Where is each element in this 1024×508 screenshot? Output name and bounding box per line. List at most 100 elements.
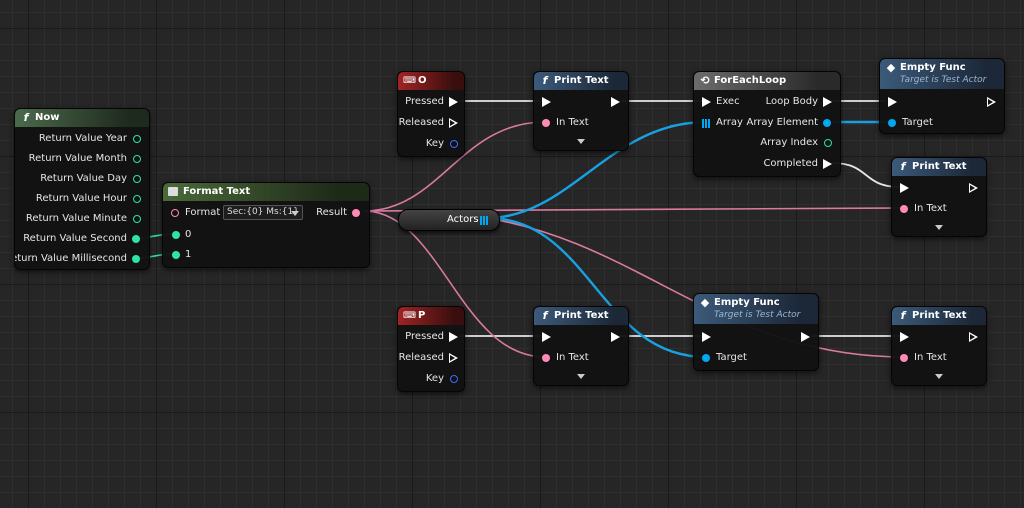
print-text-1-exec-out[interactable] <box>611 97 620 107</box>
event-o-pressed-label: Pressed <box>405 96 444 107</box>
print-text-2-exec-in[interactable] <box>900 183 909 193</box>
foreach-completed-label: Completed <box>763 158 818 169</box>
foreach-loop-node[interactable]: ⟲ ForEachLoop Exec Loop Body Array Array… <box>693 71 841 177</box>
event-p-title: P <box>418 310 426 321</box>
print-text-2-header[interactable]: f Print Text <box>892 158 986 176</box>
event-o-header[interactable]: ⌨ O <box>398 72 464 90</box>
function-icon: f <box>900 160 906 173</box>
loop-icon: ⟲ <box>700 74 710 87</box>
print-text-3-exec-out[interactable] <box>611 332 620 342</box>
arg0-pin[interactable] <box>172 231 180 239</box>
event-o-pressed-pin[interactable] <box>449 97 458 107</box>
empty-func-1-target-pin[interactable] <box>888 119 896 127</box>
print-text-2-title: Print Text <box>912 161 967 172</box>
array-grid-icon[interactable] <box>480 216 489 225</box>
keyboard-icon: ⌨ <box>403 76 416 86</box>
foreach-array-element-pin[interactable] <box>823 119 831 127</box>
now-pin-day-label: Return Value Day <box>40 173 127 184</box>
wire-text-result-print1 <box>363 121 546 212</box>
foreach-exec-label: Exec <box>716 96 740 107</box>
print-text-2-in-text-pin[interactable] <box>900 205 908 213</box>
arg1-pin[interactable] <box>172 251 180 259</box>
event-o-title: O <box>418 75 427 86</box>
format-pin[interactable] <box>171 209 179 217</box>
print-text-4-exec-in[interactable] <box>900 332 909 342</box>
print-text-4-header[interactable]: f Print Text <box>892 307 986 325</box>
foreach-array-index-label: Array Index <box>760 137 818 148</box>
print-text-node-1[interactable]: f Print Text In Text <box>533 71 629 151</box>
now-pin-year-label: Return Value Year <box>38 133 127 144</box>
print-text-1-in-text-pin[interactable] <box>542 119 550 127</box>
chevron-down-icon[interactable] <box>291 211 299 216</box>
print-text-node-4[interactable]: f Print Text In Text <box>891 306 987 386</box>
now-pin-hour[interactable] <box>133 195 141 203</box>
now-node[interactable]: f Now Return Value Year Return Value Mon… <box>14 108 150 270</box>
foreach-array-element-label: Array Element <box>746 117 818 128</box>
print-text-3-exec-in[interactable] <box>542 332 551 342</box>
now-pin-day[interactable] <box>133 175 141 183</box>
now-header[interactable]: f Now <box>15 109 149 127</box>
now-pin-minute-label: Return Value Minute <box>25 213 127 224</box>
print-text-1-title: Print Text <box>554 75 609 86</box>
result-pin[interactable] <box>352 209 360 217</box>
empty-func-2-header[interactable]: ◆ Empty Func Target is Test Actor <box>694 294 818 324</box>
chevron-down-icon[interactable] <box>577 139 585 144</box>
empty-func-1-exec-out[interactable] <box>987 97 996 107</box>
chevron-down-icon[interactable] <box>577 374 585 379</box>
print-text-3-header[interactable]: f Print Text <box>534 307 628 325</box>
foreach-loop-body-label: Loop Body <box>765 96 818 107</box>
print-text-1-exec-in[interactable] <box>542 97 551 107</box>
print-text-node-3[interactable]: f Print Text In Text <box>533 306 629 386</box>
now-pin-month[interactable] <box>133 155 141 163</box>
empty-func-2-exec-out[interactable] <box>801 332 810 342</box>
print-text-3-in-text-pin[interactable] <box>542 354 550 362</box>
print-text-3-in-text-label: In Text <box>556 352 589 363</box>
foreach-loop-body-pin[interactable] <box>823 97 832 107</box>
format-input[interactable]: Sec:{0} Ms:{1} <box>223 205 303 220</box>
print-text-4-exec-out[interactable] <box>969 332 978 342</box>
event-o-key-pin[interactable] <box>450 140 458 148</box>
event-o-node[interactable]: ⌨ O Pressed Released Key <box>397 71 465 157</box>
empty-func-node-1[interactable]: ◆ Empty Func Target is Test Actor Target <box>879 58 1005 134</box>
function-icon: f <box>23 111 29 124</box>
format-text-node[interactable]: Format Text Format Sec:{0} Ms:{1} Result… <box>162 182 370 268</box>
wire-obj-actors-foreach <box>486 120 707 220</box>
event-p-header[interactable]: ⌨ P <box>398 307 464 325</box>
now-pin-ms[interactable] <box>132 255 140 263</box>
print-text-1-header[interactable]: f Print Text <box>534 72 628 90</box>
empty-func-1-header[interactable]: ◆ Empty Func Target is Test Actor <box>880 59 1004 89</box>
function-icon: f <box>900 309 906 322</box>
event-p-pressed-pin[interactable] <box>449 332 458 342</box>
event-p-key-pin[interactable] <box>450 375 458 383</box>
empty-func-1-target-label: Target <box>902 117 933 128</box>
event-p-key-label: Key <box>425 373 444 384</box>
now-pin-second[interactable] <box>132 235 140 243</box>
now-pin-minute[interactable] <box>133 215 141 223</box>
empty-func-2-target-pin[interactable] <box>702 354 710 362</box>
keyboard-icon: ⌨ <box>403 311 416 321</box>
now-pin-year[interactable] <box>133 135 141 143</box>
foreach-header[interactable]: ⟲ ForEachLoop <box>694 72 840 90</box>
empty-func-1-exec-in[interactable] <box>888 97 897 107</box>
event-p-pressed-label: Pressed <box>405 331 444 342</box>
foreach-exec-in[interactable] <box>702 97 711 107</box>
foreach-completed-pin[interactable] <box>823 159 832 169</box>
empty-func-2-exec-in[interactable] <box>702 332 711 342</box>
array-grid-icon[interactable] <box>702 119 711 128</box>
print-text-2-exec-out[interactable] <box>969 183 978 193</box>
now-pin-hour-label: Return Value Hour <box>35 193 127 204</box>
event-p-node[interactable]: ⌨ P Pressed Released Key <box>397 306 465 392</box>
event-p-released-pin[interactable] <box>449 353 458 363</box>
event-p-released-label: Released <box>398 352 444 363</box>
chevron-down-icon[interactable] <box>935 374 943 379</box>
print-text-node-2[interactable]: f Print Text In Text <box>891 157 987 237</box>
actors-variable-node[interactable]: Actors <box>398 209 500 231</box>
empty-func-node-2[interactable]: ◆ Empty Func Target is Test Actor Target <box>693 293 819 371</box>
format-text-header[interactable]: Format Text <box>163 183 369 201</box>
foreach-array-index-pin[interactable] <box>824 139 832 147</box>
print-text-4-in-text-pin[interactable] <box>900 354 908 362</box>
chevron-down-icon[interactable] <box>935 225 943 230</box>
arg1-label: 1 <box>185 249 192 260</box>
event-o-released-pin[interactable] <box>449 118 458 128</box>
